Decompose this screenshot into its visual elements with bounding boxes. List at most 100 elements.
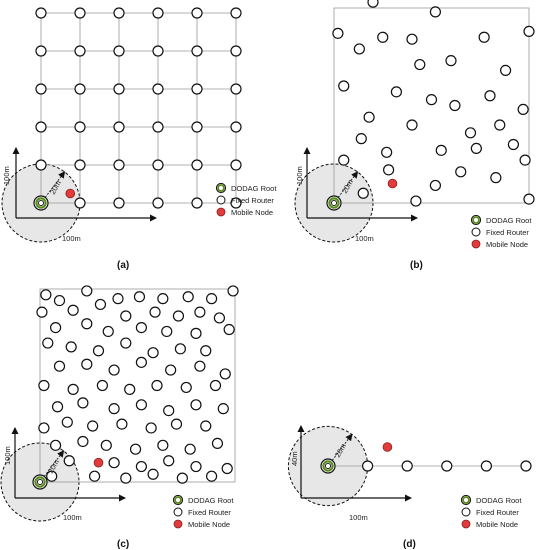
fixed-router-node bbox=[108, 403, 120, 415]
fixed-router-node bbox=[184, 443, 196, 455]
fixed-router-node bbox=[113, 121, 125, 133]
fixed-router-node bbox=[435, 144, 447, 156]
fixed-router-node bbox=[149, 306, 161, 318]
fixed-router-node bbox=[519, 154, 531, 166]
fixed-router-node bbox=[77, 397, 89, 409]
fixed-router-node bbox=[152, 7, 164, 19]
fixed-router-node bbox=[116, 418, 128, 430]
legend-b: DODAG Root Fixed Router Mobile Node bbox=[470, 214, 532, 249]
fixed-router-node bbox=[464, 127, 477, 139]
fixed-router-node bbox=[332, 27, 344, 39]
fixed-router-node bbox=[441, 460, 453, 472]
radius-arrow bbox=[327, 433, 353, 467]
fixed-router-node bbox=[74, 45, 86, 57]
mobile-node bbox=[65, 188, 76, 199]
fixed-router-node bbox=[362, 460, 374, 472]
legend-root-icon bbox=[460, 494, 472, 506]
fixed-router-node bbox=[377, 31, 389, 43]
root-inner-ring bbox=[36, 478, 44, 486]
x-axis-label: 100m bbox=[349, 513, 368, 522]
legend-mobile-icon bbox=[471, 239, 481, 249]
fixed-router-node bbox=[353, 43, 365, 55]
fixed-router-node bbox=[152, 197, 164, 209]
fixed-router-node bbox=[217, 403, 229, 415]
fixed-router-node bbox=[455, 166, 467, 178]
fixed-router-node bbox=[161, 325, 173, 338]
root-green-ring bbox=[322, 460, 334, 472]
legend-fixed-label: Fixed Router bbox=[231, 196, 274, 205]
radius-arrow bbox=[40, 171, 66, 204]
fixed-router-node bbox=[230, 159, 242, 171]
fixed-router-node bbox=[410, 195, 422, 207]
x-axis-label: 100m bbox=[63, 513, 82, 522]
fixed-router-node bbox=[367, 0, 379, 8]
legend-mobile-label: Mobile Node bbox=[231, 208, 273, 217]
dodag-root-node bbox=[326, 195, 342, 211]
fixed-router-node bbox=[81, 285, 93, 297]
fixed-router-node bbox=[63, 455, 75, 467]
y-axis-label: 100m bbox=[295, 166, 304, 185]
fixed-router-node bbox=[113, 83, 125, 95]
fixed-router-node bbox=[108, 364, 120, 376]
fixed-router-node bbox=[135, 399, 147, 411]
fixed-router-node bbox=[96, 379, 109, 392]
fixed-router-node bbox=[120, 337, 132, 349]
legend-root-ring bbox=[217, 184, 225, 192]
legend-root-label: DODAG Root bbox=[188, 496, 234, 505]
fixed-router-node bbox=[429, 179, 441, 192]
y-axis-label: 100m bbox=[3, 446, 12, 465]
legend-fixed-icon bbox=[471, 227, 481, 237]
dodag-root-node bbox=[320, 458, 336, 474]
fixed-router-node bbox=[174, 343, 186, 355]
fixed-router-node bbox=[38, 379, 50, 392]
fixed-router-node bbox=[363, 111, 375, 123]
legend-mobile-icon bbox=[216, 207, 226, 217]
fixed-router-node bbox=[520, 460, 532, 472]
legend-d: DODAG Root Fixed Router Mobile Node bbox=[460, 494, 522, 529]
x-axis-label: 100m bbox=[62, 234, 81, 243]
fixed-router-node bbox=[151, 379, 163, 392]
fixed-router-node bbox=[35, 159, 47, 171]
fixed-router-node bbox=[65, 341, 77, 353]
fixed-router-node bbox=[176, 472, 188, 484]
y-axis-label: 100m bbox=[2, 166, 11, 185]
legend-root-icon bbox=[215, 182, 227, 194]
fixed-router-node bbox=[223, 323, 235, 336]
fixed-router-node bbox=[449, 99, 461, 112]
fixed-router-node bbox=[480, 460, 492, 472]
fixed-router-node bbox=[191, 45, 203, 57]
radius-arrow bbox=[333, 171, 359, 204]
fixed-router-node bbox=[74, 7, 86, 19]
legend-fixed-label: Fixed Router bbox=[486, 228, 529, 237]
fixed-router-node bbox=[230, 83, 242, 95]
fixed-router-node bbox=[401, 460, 413, 472]
fixed-router-node bbox=[113, 7, 125, 19]
mobile-node bbox=[93, 457, 104, 468]
fixed-router-node bbox=[53, 294, 66, 307]
fixed-router-node bbox=[500, 64, 512, 77]
fixed-router-node bbox=[135, 460, 147, 473]
fixed-router-node bbox=[77, 435, 89, 448]
fixed-router-node bbox=[120, 310, 132, 322]
fixed-router-node bbox=[35, 7, 47, 19]
fixed-router-node bbox=[36, 306, 48, 318]
fixed-router-node bbox=[112, 293, 124, 305]
fixed-router-node bbox=[92, 345, 105, 357]
fixed-router-node bbox=[383, 164, 395, 176]
fixed-router-node bbox=[191, 83, 203, 95]
fixed-router-node bbox=[120, 472, 132, 484]
fixed-router-node bbox=[81, 358, 93, 370]
fixed-router-node bbox=[507, 138, 520, 151]
fixed-router-node bbox=[230, 45, 242, 57]
fixed-router-node bbox=[135, 322, 147, 334]
fixed-router-node bbox=[152, 121, 164, 133]
fixed-router-node bbox=[152, 159, 164, 171]
fixed-router-node bbox=[145, 422, 157, 434]
fixed-router-node bbox=[94, 298, 107, 311]
fixed-router-node bbox=[113, 159, 125, 171]
fixed-router-node bbox=[74, 121, 86, 133]
fixed-router-node bbox=[49, 439, 62, 451]
fixed-router-node bbox=[172, 310, 185, 322]
fixed-router-node bbox=[49, 322, 62, 334]
